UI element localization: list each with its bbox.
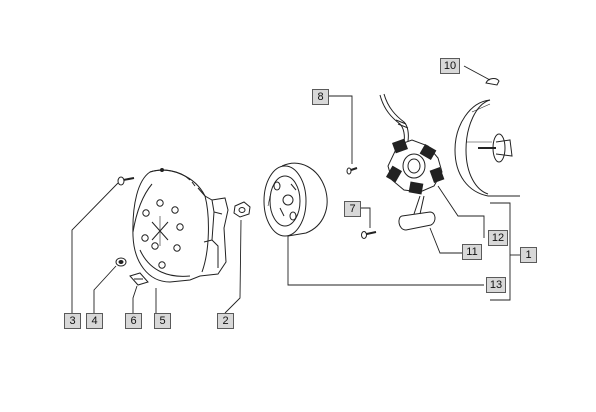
leader-lines <box>71 65 520 314</box>
stator-part <box>379 93 445 195</box>
callout-6[interactable]: 6 <box>125 313 142 329</box>
nut-part <box>233 201 251 218</box>
woodruff-key-part <box>485 78 500 86</box>
callout-13[interactable]: 13 <box>486 277 506 293</box>
callout-1[interactable]: 1 <box>520 247 537 263</box>
small-screw-part <box>346 167 358 175</box>
clip-part <box>129 272 149 286</box>
callout-12[interactable]: 12 <box>488 230 508 246</box>
callout-7[interactable]: 7 <box>344 201 361 217</box>
pickup-coil-part <box>398 195 436 231</box>
callout-3[interactable]: 3 <box>64 313 81 329</box>
callout-5[interactable]: 5 <box>154 313 171 329</box>
crankcase-part <box>454 99 520 197</box>
flywheel-rotor-part <box>263 162 328 237</box>
callout-10[interactable]: 10 <box>440 58 460 74</box>
callout-2[interactable]: 2 <box>217 313 234 329</box>
callout-8[interactable]: 8 <box>312 89 329 105</box>
callout-4[interactable]: 4 <box>86 313 103 329</box>
cover-screw-part <box>117 176 135 186</box>
washer-part <box>115 257 127 267</box>
callout-11[interactable]: 11 <box>462 244 482 260</box>
stator-screw-part <box>361 231 377 239</box>
cover-housing-part <box>132 168 229 283</box>
